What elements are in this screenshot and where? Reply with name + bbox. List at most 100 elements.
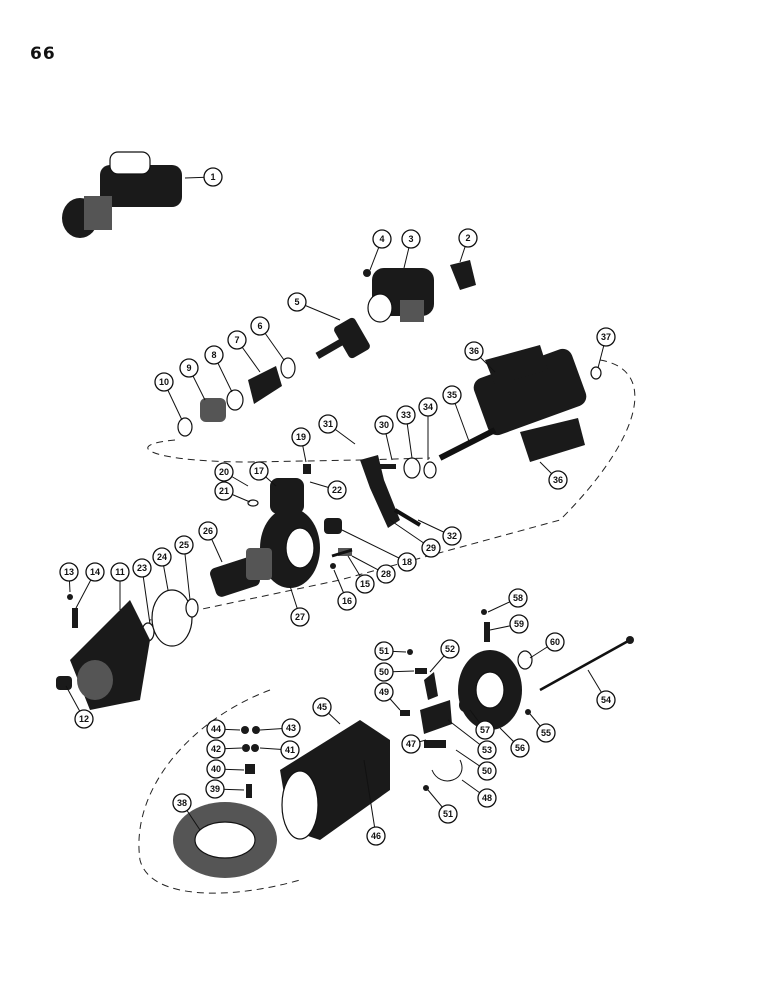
callout-label: 29 [426, 543, 436, 553]
nut-19 [303, 464, 311, 474]
callout-16: 16 [337, 591, 357, 611]
callout-label: 59 [514, 619, 524, 629]
callout-circle [397, 552, 417, 572]
callout-circle [227, 330, 247, 350]
bolt-39 [246, 784, 252, 798]
callout-41: 41 [280, 740, 300, 760]
drive-housing [260, 478, 320, 588]
callout-circle [205, 779, 225, 799]
brush-50 [415, 668, 427, 674]
callout-label: 3 [408, 234, 413, 244]
drive-pinion [210, 548, 272, 597]
callout-32: 32 [442, 526, 462, 546]
callout-label: 26 [203, 526, 213, 536]
callout-circle [464, 341, 484, 361]
plunger [315, 317, 370, 359]
callout-28: 28 [376, 564, 396, 584]
callout-label: 18 [402, 557, 412, 567]
starter-assembly [62, 151, 182, 238]
callout-circle [204, 345, 224, 365]
callout-circle [475, 720, 495, 740]
callout-label: 4 [379, 234, 384, 244]
washer-55 [525, 709, 531, 715]
washer-42 [242, 744, 250, 752]
callout-circle [250, 316, 270, 336]
callout-label: 22 [332, 485, 342, 495]
callout-15: 15 [355, 574, 375, 594]
callout-35: 35 [442, 385, 462, 405]
plug-60 [517, 650, 533, 670]
callout-label: 40 [211, 764, 221, 774]
callout-circle [596, 690, 616, 710]
callout-29: 29 [421, 538, 441, 558]
callout-label: 14 [90, 567, 100, 577]
ring-33 [403, 457, 421, 479]
callout-54: 54 [596, 690, 616, 710]
callout-label: 60 [550, 637, 560, 647]
callout-circle [287, 292, 307, 312]
callout-6: 6 [250, 316, 270, 336]
callout-circle [418, 397, 438, 417]
callout-circle [198, 521, 218, 541]
callout-label: 42 [211, 744, 221, 754]
bolt-30 [378, 464, 396, 469]
field-frame [280, 720, 390, 840]
callout-37: 37 [596, 327, 616, 347]
callout-label: 37 [601, 332, 611, 342]
callout-label: 24 [157, 552, 167, 562]
brush-plate [420, 700, 452, 734]
callout-circle [154, 372, 174, 392]
callout-12: 12 [74, 709, 94, 729]
callout-34: 34 [418, 397, 438, 417]
callout-label: 7 [234, 335, 239, 345]
callout-label: 50 [482, 766, 492, 776]
callout-label: 49 [379, 687, 389, 697]
callout-label: 56 [515, 743, 525, 753]
callout-label: 12 [79, 714, 89, 724]
callout-circle [545, 632, 565, 652]
callout-39: 39 [205, 779, 225, 799]
callout-label: 58 [513, 593, 523, 603]
callout-label: 33 [401, 410, 411, 420]
callout-circle [509, 614, 529, 634]
callout-label: 51 [443, 809, 453, 819]
callout-circle [458, 228, 478, 248]
callout-46: 46 [366, 826, 386, 846]
callout-20: 20 [214, 462, 234, 482]
screw-58 [481, 609, 487, 615]
callout-label: 52 [445, 644, 455, 654]
brush-holder-upper [485, 345, 548, 385]
callout-label: 6 [257, 321, 262, 331]
callout-leader [363, 759, 377, 837]
callout-label: 36 [469, 346, 479, 356]
callout-36: 36 [548, 470, 568, 490]
callout-60: 60 [545, 632, 565, 652]
callout-circle [442, 385, 462, 405]
callout-circle [291, 427, 311, 447]
callout-label: 51 [379, 646, 389, 656]
callout-label: 8 [211, 350, 216, 360]
callout-label: 41 [285, 745, 295, 755]
ring-25 [185, 598, 199, 618]
callout-18: 18 [397, 552, 417, 572]
callout-9: 9 [179, 358, 199, 378]
callout-circle [548, 470, 568, 490]
bushing-18 [324, 518, 342, 534]
callout-50: 50 [374, 662, 394, 682]
callout-8: 8 [204, 345, 224, 365]
callout-circle [110, 562, 130, 582]
callout-circle [327, 480, 347, 500]
callout-circle [59, 562, 79, 582]
bushing-12 [56, 676, 72, 690]
callout-label: 34 [423, 402, 433, 412]
callout-50: 50 [477, 761, 497, 781]
nose-housing [70, 600, 150, 710]
callout-label: 55 [541, 728, 551, 738]
callout-label: 47 [406, 739, 416, 749]
callout-label: 23 [137, 563, 147, 573]
callout-58: 58 [508, 588, 528, 608]
callout-1: 1 [203, 167, 223, 187]
callout-label: 20 [219, 467, 229, 477]
callout-label: 50 [379, 667, 389, 677]
